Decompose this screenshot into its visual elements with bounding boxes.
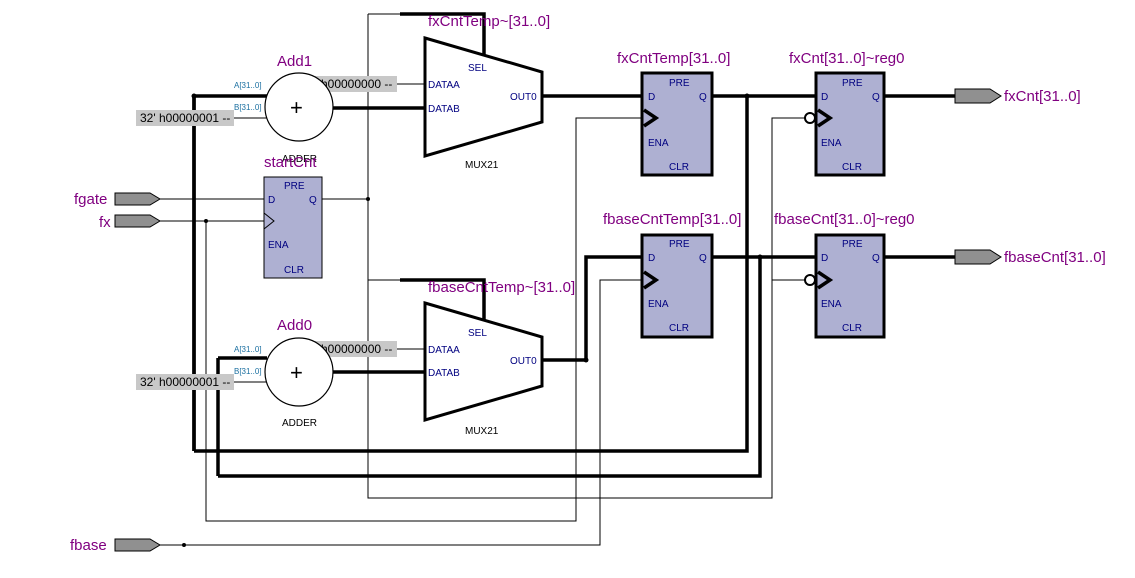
svg-text:A[31..0]: A[31..0] <box>234 81 262 90</box>
instance-label-add1: Add1 <box>277 53 312 70</box>
inverted-clock-bubble <box>804 112 816 124</box>
svg-text:ENA: ENA <box>648 299 669 310</box>
plus-icon: + <box>290 95 303 120</box>
instance-label-startcnt: startCnt <box>264 154 317 171</box>
instance-label-reg-fbasecnt: fbaseCnt[31..0]~reg0 <box>774 211 915 228</box>
svg-text:SEL: SEL <box>468 328 487 339</box>
adder-add0[interactable]: Add0 + A[31..0] B[31..0] ADDER <box>234 317 334 429</box>
mux-fxcnttemp[interactable]: fxCntTemp~[31..0] SEL DATAA DATAB OUT0 M… <box>423 13 550 171</box>
svg-text:CLR: CLR <box>284 265 304 276</box>
svg-text:ADDER: ADDER <box>282 418 317 429</box>
instance-label-reg-fxcnt: fxCnt[31..0]~reg0 <box>789 50 905 67</box>
svg-text:ADDER: ADDER <box>282 154 317 165</box>
input-pin-fgate[interactable]: fgate <box>74 191 161 208</box>
svg-text:DATAB: DATAB <box>428 104 460 115</box>
svg-text:OUT0: OUT0 <box>510 92 537 103</box>
svg-text:D: D <box>821 92 828 103</box>
pin-label-fxcnt: fxCnt[31..0] <box>1004 88 1081 105</box>
mux-fbasecnttemp[interactable]: fbaseCntTemp~[31..0] SEL DATAA DATAB OUT… <box>423 279 575 437</box>
register-startcnt[interactable]: startCnt PRE D Q ENA CLR <box>263 154 323 279</box>
svg-text:D: D <box>648 92 655 103</box>
svg-text:Q: Q <box>699 92 707 103</box>
pin-label-fgate: fgate <box>74 191 107 208</box>
svg-text:DATAA: DATAA <box>428 345 460 356</box>
pin-label-fbasecnt: fbaseCnt[31..0] <box>1004 249 1106 266</box>
register-fxcnt[interactable]: fxCnt[31..0]~reg0 PRE D Q ENA CLR <box>789 50 905 177</box>
instance-label-reg-fxcnttemp: fxCntTemp[31..0] <box>617 50 730 67</box>
svg-text:Q: Q <box>872 253 880 264</box>
signal-wires <box>160 13 816 546</box>
register-fbasecnttemp[interactable]: fbaseCntTemp[31..0] PRE D Q ENA CLR <box>603 211 741 339</box>
svg-text:PRE: PRE <box>284 181 305 192</box>
register-fbasecnt[interactable]: fbaseCnt[31..0]~reg0 PRE D Q ENA CLR <box>774 211 915 339</box>
svg-text:Q: Q <box>309 195 317 206</box>
plus-icon: + <box>290 360 303 385</box>
output-pin-fbasecnt[interactable]: fbaseCnt[31..0] <box>954 249 1106 266</box>
svg-text:CLR: CLR <box>669 323 689 334</box>
svg-text:D: D <box>821 253 828 264</box>
svg-text:ENA: ENA <box>821 138 842 149</box>
svg-text:CLR: CLR <box>842 323 862 334</box>
svg-text:DATAB: DATAB <box>428 368 460 379</box>
svg-text:D: D <box>648 253 655 264</box>
svg-text:32' h00000001 --: 32' h00000001 -- <box>140 375 230 389</box>
svg-text:D: D <box>268 195 275 206</box>
svg-text:ENA: ENA <box>648 138 669 149</box>
instance-label-add0: Add0 <box>277 317 312 334</box>
svg-text:CLR: CLR <box>669 162 689 173</box>
svg-text:MUX21: MUX21 <box>465 426 499 437</box>
svg-text:MUX21: MUX21 <box>465 160 499 171</box>
const-add1-b: 32' h00000001 -- <box>136 110 234 126</box>
svg-text:PRE: PRE <box>669 239 690 250</box>
input-pin-fx[interactable]: fx <box>99 214 161 231</box>
svg-text:PRE: PRE <box>842 239 863 250</box>
instance-label-reg-fbasecnttemp: fbaseCntTemp[31..0] <box>603 211 741 228</box>
svg-text:DATAA: DATAA <box>428 80 460 91</box>
const-add0-b: 32' h00000001 -- <box>136 374 234 390</box>
svg-text:Q: Q <box>699 253 707 264</box>
svg-text:SEL: SEL <box>468 63 487 74</box>
svg-text:Q: Q <box>872 92 880 103</box>
pin-label-fbase: fbase <box>70 537 107 554</box>
junction-dots <box>182 93 763 547</box>
svg-text:A[31..0]: A[31..0] <box>234 345 262 354</box>
adder-add1[interactable]: Add1 + A[31..0] B[31..0] ADDER <box>234 53 334 165</box>
instance-label-mux-fbase: fbaseCntTemp~[31..0] <box>428 279 575 296</box>
output-pin-fxcnt[interactable]: fxCnt[31..0] <box>954 88 1081 105</box>
instance-label-mux-fx: fxCntTemp~[31..0] <box>428 13 550 30</box>
input-pin-fbase[interactable]: fbase <box>70 537 161 554</box>
register-fxcnttemp[interactable]: fxCntTemp[31..0] PRE D Q ENA CLR <box>617 50 730 177</box>
svg-text:OUT0: OUT0 <box>510 356 537 367</box>
svg-text:B[31..0]: B[31..0] <box>234 103 262 112</box>
svg-text:CLR: CLR <box>842 162 862 173</box>
svg-text:PRE: PRE <box>842 78 863 89</box>
pin-label-fx: fx <box>99 214 111 231</box>
svg-text:PRE: PRE <box>669 78 690 89</box>
svg-text:B[31..0]: B[31..0] <box>234 367 262 376</box>
svg-text:ENA: ENA <box>821 299 842 310</box>
svg-text:ENA: ENA <box>268 240 289 251</box>
inverted-clock-bubble <box>804 274 816 286</box>
svg-text:32' h00000001 --: 32' h00000001 -- <box>140 111 230 125</box>
